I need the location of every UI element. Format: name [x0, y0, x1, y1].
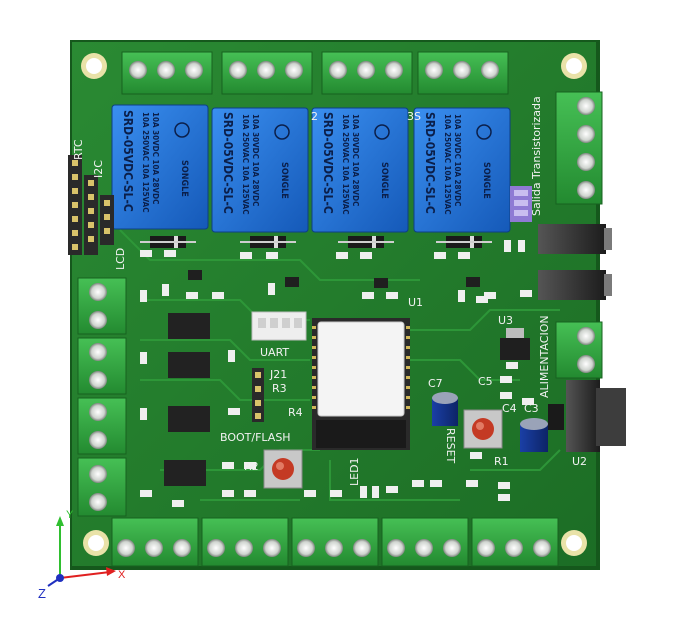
terminal-block	[221, 51, 313, 95]
label-r1: R1	[494, 455, 509, 468]
esp32-module	[312, 318, 410, 450]
transistors	[188, 270, 480, 288]
label-rtc: RTC	[72, 139, 85, 160]
label-led1: LED1	[348, 457, 361, 486]
terminal-block	[417, 51, 509, 95]
label-lcd: LCD	[114, 248, 127, 270]
pin-headers	[68, 155, 114, 255]
diode	[338, 236, 394, 248]
relay-brand: SONGLE	[481, 162, 491, 199]
relay-rating: 10A 250VAC 10A 125VAC	[141, 112, 150, 213]
label-boot-flash: BOOT/FLASH	[220, 431, 291, 444]
diodes	[140, 236, 492, 248]
relay-rating: 10A 30VDC 10A 28VDC	[351, 114, 360, 206]
terminal-block	[555, 91, 603, 205]
label-c5: C5	[478, 375, 493, 388]
relay: SRD-05VDC-SL-C 10A 250VAC 10A 125VAC 10A…	[413, 107, 511, 233]
terminal-block	[77, 277, 127, 335]
relay-brand: SONGLE	[179, 160, 189, 197]
terminal-block	[381, 517, 469, 567]
axis-y-label: Y	[66, 509, 74, 521]
label-reset: RESET	[444, 428, 457, 464]
top-terminal-blocks	[121, 51, 509, 95]
axis-x-label: X	[118, 569, 126, 581]
dip-switch	[510, 186, 532, 222]
label-alimentacion: ALIMENTACION	[538, 315, 551, 398]
label-r2: R2	[244, 460, 259, 473]
silk-label: 2	[311, 110, 318, 123]
output-transistors	[538, 224, 612, 300]
mounting-hole	[83, 530, 109, 556]
terminal-block	[291, 517, 379, 567]
relay-model: SRD-05VDC-SL-C	[423, 112, 437, 214]
terminal-block	[121, 51, 213, 95]
terminal-block	[77, 397, 127, 455]
regulator-u2	[548, 380, 626, 452]
relay-brand: SONGLE	[279, 162, 289, 199]
relay: SRD-05VDC-SL-C 10A 250VAC 10A 125VAC 10A…	[111, 104, 209, 230]
right-terminal-blocks	[555, 91, 603, 379]
label-c3: C3	[524, 402, 539, 415]
boot-flash-button[interactable]	[263, 449, 303, 489]
diode	[140, 236, 196, 248]
label-u2: U2	[572, 455, 587, 468]
label-uart: UART	[260, 346, 289, 359]
optocouplers	[164, 313, 210, 486]
reset-button[interactable]	[463, 409, 503, 449]
silk-label: 3S	[407, 110, 421, 123]
relay: SRD-05VDC-SL-C 10A 250VAC 10A 125VAC 10A…	[311, 107, 409, 233]
relay-brand: SONGLE	[379, 162, 389, 199]
relay-rating: 10A 250VAC 10A 125VAC	[443, 114, 452, 215]
capacitor-c3	[520, 418, 548, 452]
label-u1: U1	[408, 296, 423, 309]
regulator-u3	[500, 328, 530, 360]
axis-triad	[47, 516, 116, 587]
relay-model: SRD-05VDC-SL-C	[321, 112, 335, 214]
axis-z-label: Z	[38, 586, 46, 601]
label-salida-transistorizada: Salida Transistorizada	[530, 96, 543, 216]
terminal-block	[201, 517, 289, 567]
left-terminal-blocks	[77, 277, 127, 517]
diode	[436, 236, 492, 248]
diode	[240, 236, 296, 248]
relay-rating: 10A 30VDC 10A 28VDC	[151, 112, 160, 204]
bottom-terminal-blocks	[111, 517, 559, 567]
terminal-block	[321, 51, 413, 95]
label-r3: R3	[272, 382, 287, 395]
uart-connector	[251, 311, 307, 341]
mounting-hole	[81, 53, 107, 79]
terminal-block	[77, 457, 127, 517]
capacitor-c7	[432, 392, 458, 426]
j21-header	[252, 368, 264, 422]
label-c7: C7	[428, 377, 443, 390]
label-j21: J21	[269, 368, 287, 381]
label-u3: U3	[498, 314, 513, 327]
smd-components	[140, 240, 534, 507]
mounting-hole	[561, 53, 587, 79]
relay-model: SRD-05VDC-SL-C	[221, 112, 235, 214]
terminal-block	[555, 321, 603, 379]
terminal-block	[77, 337, 127, 395]
relays: SRD-05VDC-SL-C 10A 250VAC 10A 125VAC 10A…	[111, 104, 511, 233]
relay-rating: 10A 30VDC 10A 28VDC	[251, 114, 260, 206]
relay-rating: 10A 250VAC 10A 125VAC	[241, 114, 250, 215]
relay-model: SRD-05VDC-SL-C	[121, 110, 135, 212]
label-r4: R4	[288, 406, 303, 419]
label-i2c: I2C	[92, 160, 105, 178]
relay: SRD-05VDC-SL-C 10A 250VAC 10A 125VAC 10A…	[211, 107, 309, 233]
relay-rating: 10A 250VAC 10A 125VAC	[341, 114, 350, 215]
terminal-block	[471, 517, 559, 567]
terminal-block	[111, 517, 199, 567]
mounting-hole	[561, 530, 587, 556]
label-c4: C4	[502, 402, 517, 415]
relay-rating: 10A 30VDC 10A 28VDC	[453, 114, 462, 206]
